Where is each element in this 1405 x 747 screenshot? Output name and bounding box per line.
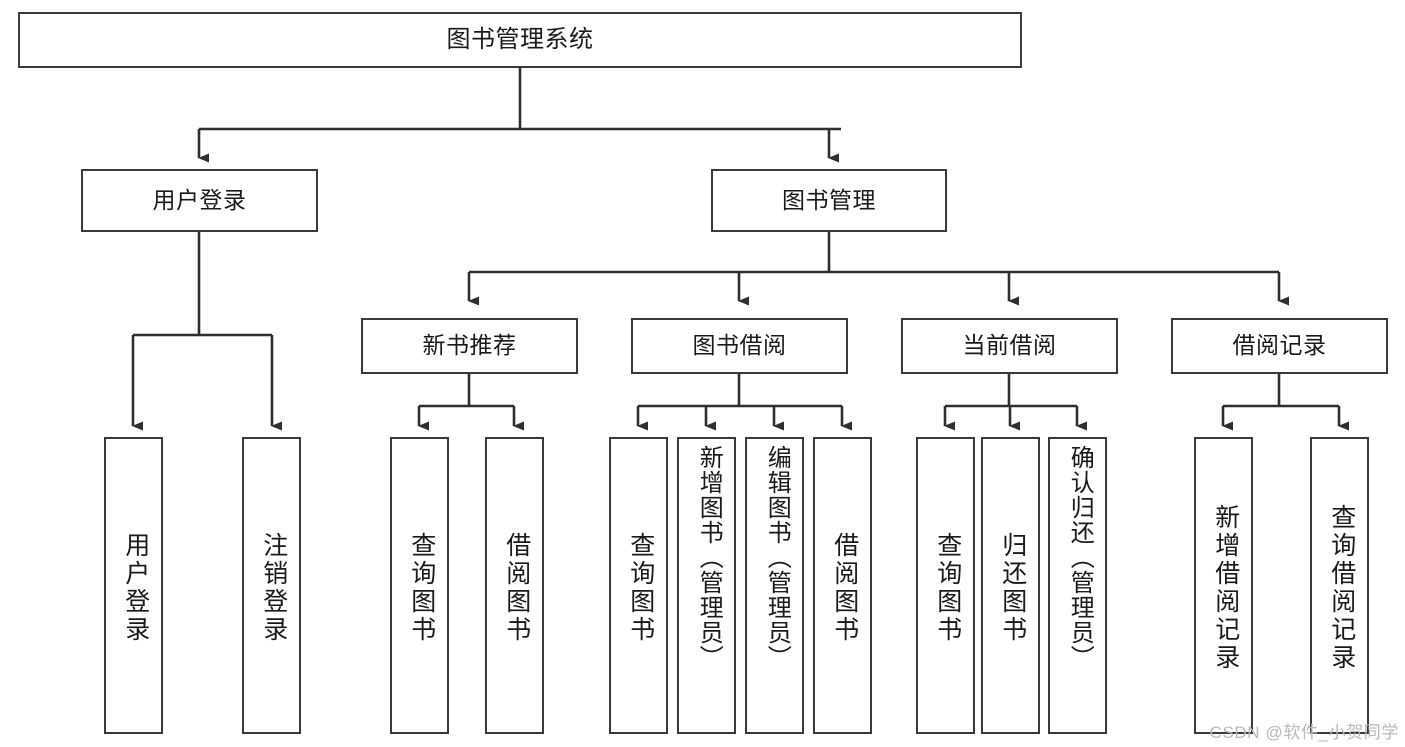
node-leaf-add-record[interactable]: 新增借阅记录	[1194, 437, 1253, 734]
node-leaf-add-book-label: 新增图书（管理员）	[695, 445, 723, 670]
node-leaf-query-book-3[interactable]: 查询图书	[916, 437, 975, 734]
node-leaf-add-book[interactable]: 新增图书（管理员）	[677, 437, 736, 734]
node-book-borrow-label: 图书借阅	[692, 332, 787, 359]
node-current-borrow[interactable]: 当前借阅	[901, 318, 1118, 374]
node-leaf-query-record[interactable]: 查询借阅记录	[1310, 437, 1369, 734]
node-leaf-edit-book[interactable]: 编辑图书（管理员）	[745, 437, 804, 734]
node-leaf-user-logout[interactable]: 注销登录	[242, 437, 301, 734]
node-leaf-confirm-return[interactable]: 确认归还（管理员）	[1048, 437, 1107, 734]
node-leaf-return-book[interactable]: 归还图书	[981, 437, 1040, 734]
csdn-watermark: CSDN @软件_小贺同学	[1209, 723, 1399, 742]
node-new-book-recommend-label: 新书推荐	[422, 332, 517, 359]
node-book-manage[interactable]: 图书管理	[711, 169, 947, 232]
node-leaf-add-record-label: 新增借阅记录	[1211, 503, 1240, 672]
node-root[interactable]: 图书管理系统	[18, 12, 1022, 68]
node-borrow-record-label: 借阅记录	[1232, 332, 1327, 359]
node-leaf-query-book-1[interactable]: 查询图书	[390, 437, 449, 734]
node-leaf-query-book-1-label: 查询图书	[407, 531, 436, 644]
node-leaf-confirm-return-label: 确认归还（管理员）	[1066, 445, 1094, 670]
node-leaf-borrow-book-2-label: 借阅图书	[830, 531, 859, 644]
node-user-login-label: 用户登录	[152, 186, 247, 213]
node-root-label: 图书管理系统	[446, 25, 594, 53]
node-new-book-recommend[interactable]: 新书推荐	[361, 318, 578, 374]
node-book-manage-label: 图书管理	[782, 186, 876, 213]
node-leaf-user-login[interactable]: 用户登录	[104, 437, 163, 734]
node-leaf-borrow-book-2[interactable]: 借阅图书	[813, 437, 872, 734]
node-borrow-record[interactable]: 借阅记录	[1171, 318, 1388, 374]
node-leaf-borrow-book-1-label: 借阅图书	[502, 531, 531, 644]
node-leaf-query-record-label: 查询借阅记录	[1327, 503, 1356, 672]
node-leaf-user-login-label: 用户登录	[121, 531, 150, 644]
node-leaf-borrow-book-1[interactable]: 借阅图书	[485, 437, 544, 734]
node-current-borrow-label: 当前借阅	[962, 332, 1057, 359]
node-leaf-user-logout-label: 注销登录	[259, 531, 288, 644]
node-user-login[interactable]: 用户登录	[81, 169, 318, 232]
node-leaf-query-book-3-label: 查询图书	[933, 531, 962, 644]
node-leaf-query-book-2-label: 查询图书	[626, 531, 655, 644]
node-leaf-return-book-label: 归还图书	[998, 531, 1027, 644]
node-book-borrow[interactable]: 图书借阅	[631, 318, 848, 374]
node-leaf-query-book-2[interactable]: 查询图书	[609, 437, 668, 734]
node-leaf-edit-book-label: 编辑图书（管理员）	[763, 445, 791, 670]
